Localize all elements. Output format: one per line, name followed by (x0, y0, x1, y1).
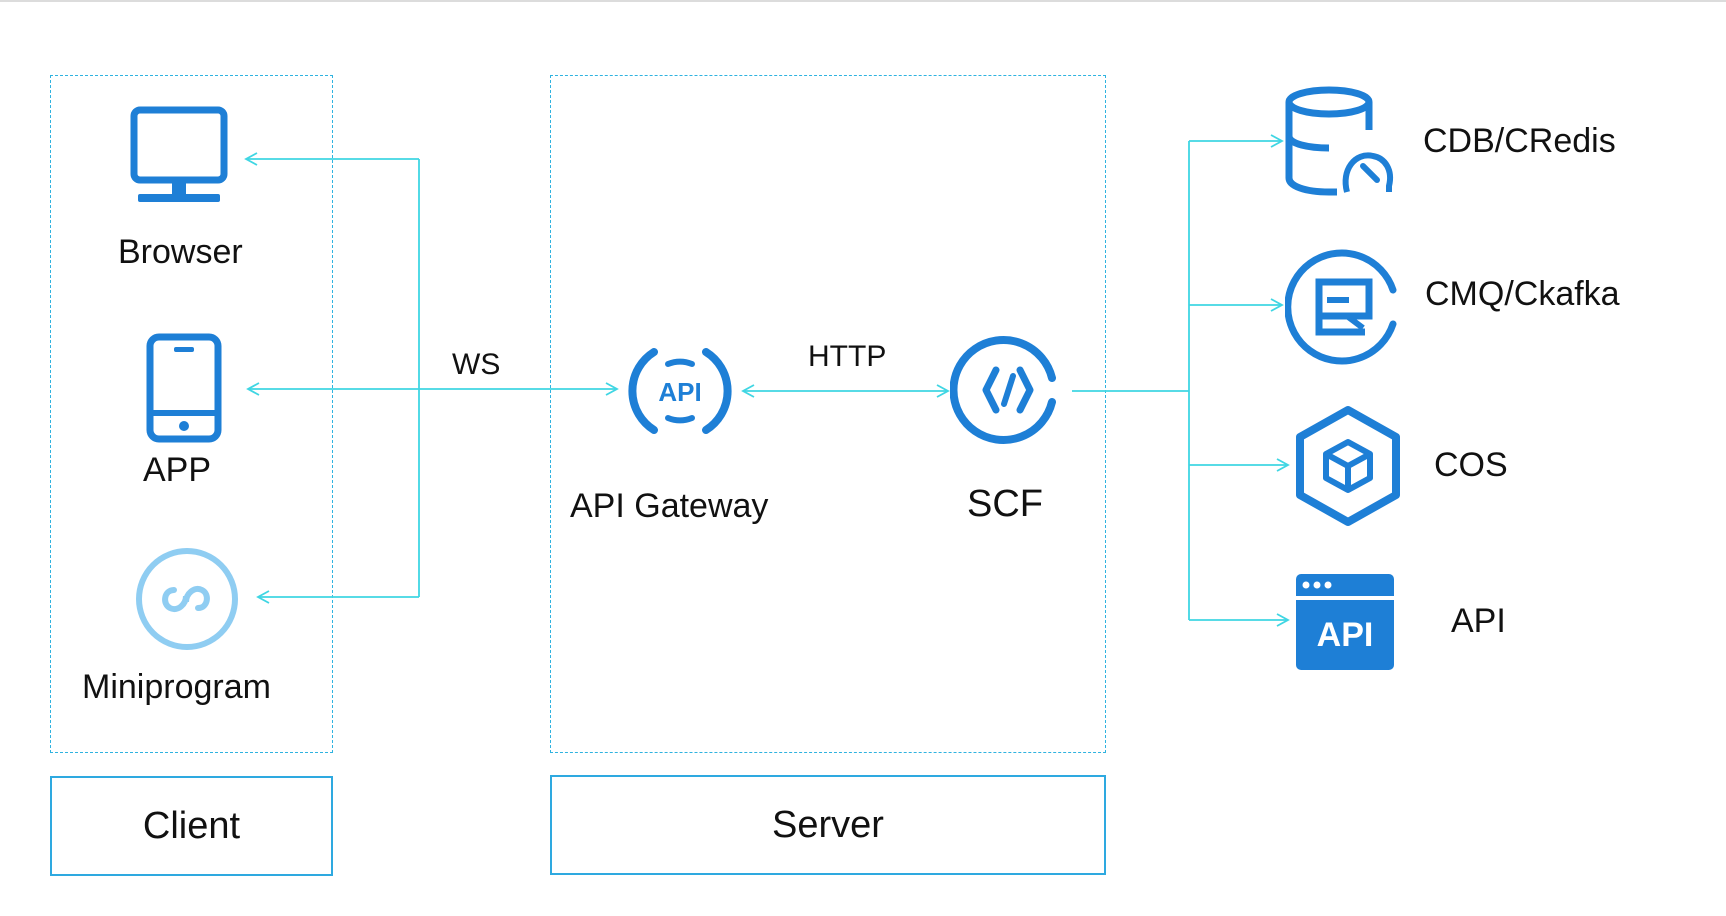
miniprogram-icon (136, 548, 238, 650)
api-label: API (1451, 602, 1506, 640)
message-queue-icon (1285, 249, 1397, 365)
browser-label: Browser (118, 233, 243, 271)
miniprogram-label: Miniprogram (82, 668, 271, 706)
client-group-frame (50, 75, 333, 753)
api-gateway-label: API Gateway (570, 487, 769, 525)
top-divider (0, 0, 1726, 2)
api-window-icon-text: API (1317, 616, 1374, 654)
monitor-icon (130, 106, 228, 202)
api-window-icon: API (1296, 574, 1394, 670)
cos-cube-icon (1296, 406, 1400, 526)
server-group-label: Server (550, 775, 1106, 875)
client-group-label: Client (50, 776, 333, 876)
server-group-frame (550, 75, 1106, 753)
api-gateway-icon-text: API (658, 377, 701, 407)
http-label: HTTP (808, 340, 887, 373)
app-label: APP (143, 451, 212, 489)
ws-label: WS (452, 348, 501, 381)
mq-label: CMQ/Ckafka (1425, 275, 1620, 313)
phone-icon (146, 333, 222, 443)
scf-icon (950, 336, 1056, 444)
cos-label: COS (1434, 446, 1508, 484)
db-label: CDB/CRedis (1423, 122, 1616, 160)
scf-label: SCF (967, 483, 1043, 525)
database-icon (1285, 86, 1393, 196)
api-gateway-icon: API (628, 348, 732, 434)
